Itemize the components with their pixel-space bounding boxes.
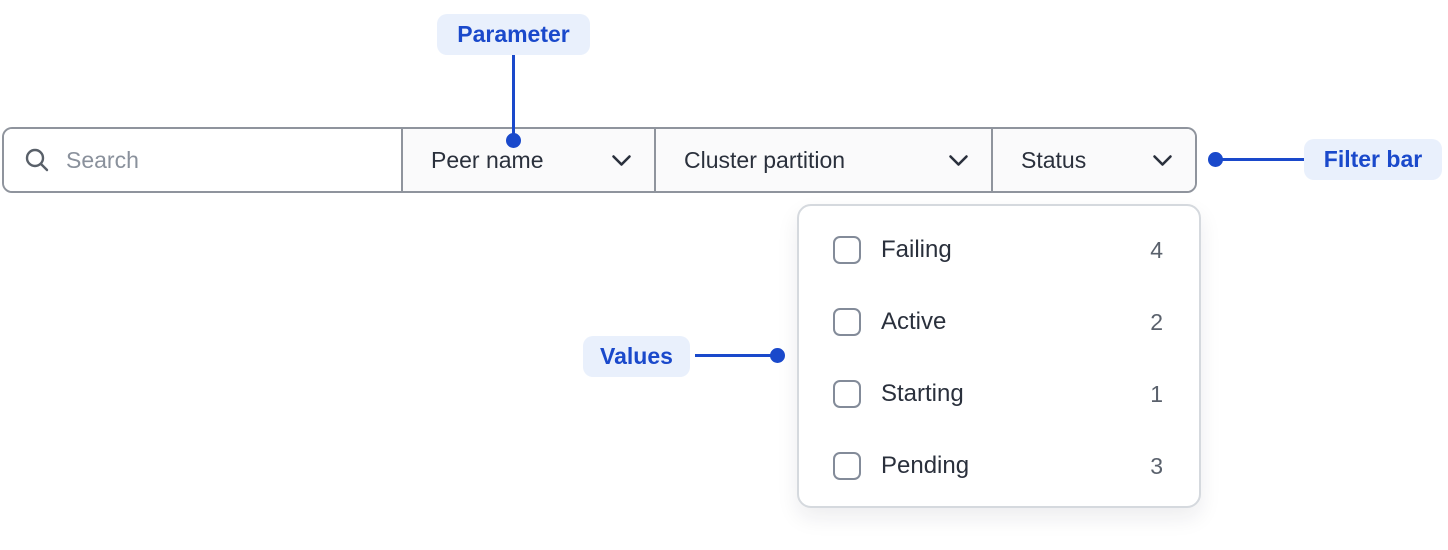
annotation-connector-filter-bar <box>1219 158 1304 161</box>
chevron-down-icon <box>949 154 968 166</box>
dropdown-cluster-partition-label: Cluster partition <box>684 146 846 173</box>
filter-bar: Peer name Cluster partition Status <box>2 127 1197 193</box>
checkbox-failing[interactable] <box>833 236 861 264</box>
option-count: 1 <box>1150 380 1163 407</box>
option-count: 2 <box>1150 308 1163 335</box>
annotation-dot-filter-bar <box>1208 152 1223 167</box>
checkbox-active[interactable] <box>833 308 861 336</box>
search-input[interactable] <box>66 146 385 174</box>
option-row-active[interactable]: Active 2 <box>799 286 1199 358</box>
dropdown-peer-name[interactable]: Peer name <box>403 129 656 191</box>
search-icon <box>25 148 49 172</box>
checkbox-starting[interactable] <box>833 380 861 408</box>
dropdown-peer-name-label: Peer name <box>431 146 544 173</box>
chevron-down-icon <box>612 154 631 166</box>
option-row-failing[interactable]: Failing 4 <box>799 214 1199 286</box>
option-count: 3 <box>1150 452 1163 479</box>
annotation-badge-filter-bar: Filter bar <box>1304 139 1442 180</box>
annotation-connector-values <box>695 354 772 357</box>
status-options-panel: Failing 4 Active 2 Starting 1 Pending 3 <box>797 204 1201 508</box>
chevron-down-icon <box>1153 154 1172 166</box>
option-label: Failing <box>881 236 952 263</box>
annotation-badge-parameter: Parameter <box>437 14 590 55</box>
option-row-pending[interactable]: Pending 3 <box>799 430 1199 502</box>
option-row-starting[interactable]: Starting 1 <box>799 358 1199 430</box>
annotation-dot-parameter <box>506 133 521 148</box>
search-field[interactable] <box>4 129 403 191</box>
annotation-dot-values <box>770 348 785 363</box>
dropdown-cluster-partition[interactable]: Cluster partition <box>656 129 993 191</box>
option-label: Starting <box>881 380 964 407</box>
dropdown-status-label: Status <box>1021 146 1087 173</box>
checkbox-pending[interactable] <box>833 452 861 480</box>
option-count: 4 <box>1150 236 1163 263</box>
annotation-connector-parameter <box>512 55 515 135</box>
dropdown-status[interactable]: Status <box>993 129 1195 191</box>
option-label: Pending <box>881 452 970 479</box>
annotation-badge-values: Values <box>583 336 690 377</box>
option-label: Active <box>881 308 947 335</box>
